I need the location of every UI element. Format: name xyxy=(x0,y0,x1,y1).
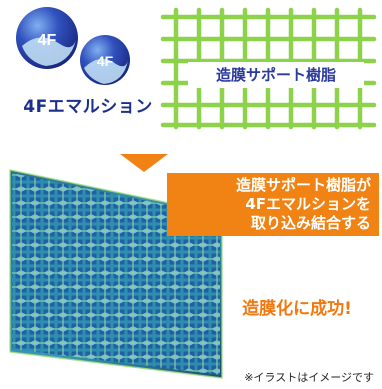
down-arrow-icon xyxy=(120,154,168,172)
emulsion-ball-small: 4F xyxy=(80,35,130,85)
callout-line-1: 造膜サポート樹脂が xyxy=(235,176,371,194)
illustration-note: ※イラストはイメージです xyxy=(244,371,374,384)
ball-small-text: 4F xyxy=(97,53,114,69)
resin-label: 造膜サポート樹脂 xyxy=(188,62,364,88)
callout-line-3: 取り込み結合する xyxy=(250,214,371,232)
callout-box: 造膜サポート樹脂が 4Fエマルションを 取り込み結合する xyxy=(167,173,379,236)
ball-large-text: 4F xyxy=(38,32,57,49)
emulsion-label: 4Fエマルション xyxy=(23,97,153,117)
callout-line-2: 4Fエマルションを xyxy=(245,195,371,213)
result-text: 造膜化に成功! xyxy=(242,299,352,319)
emulsion-ball-large: 4F xyxy=(16,7,78,69)
